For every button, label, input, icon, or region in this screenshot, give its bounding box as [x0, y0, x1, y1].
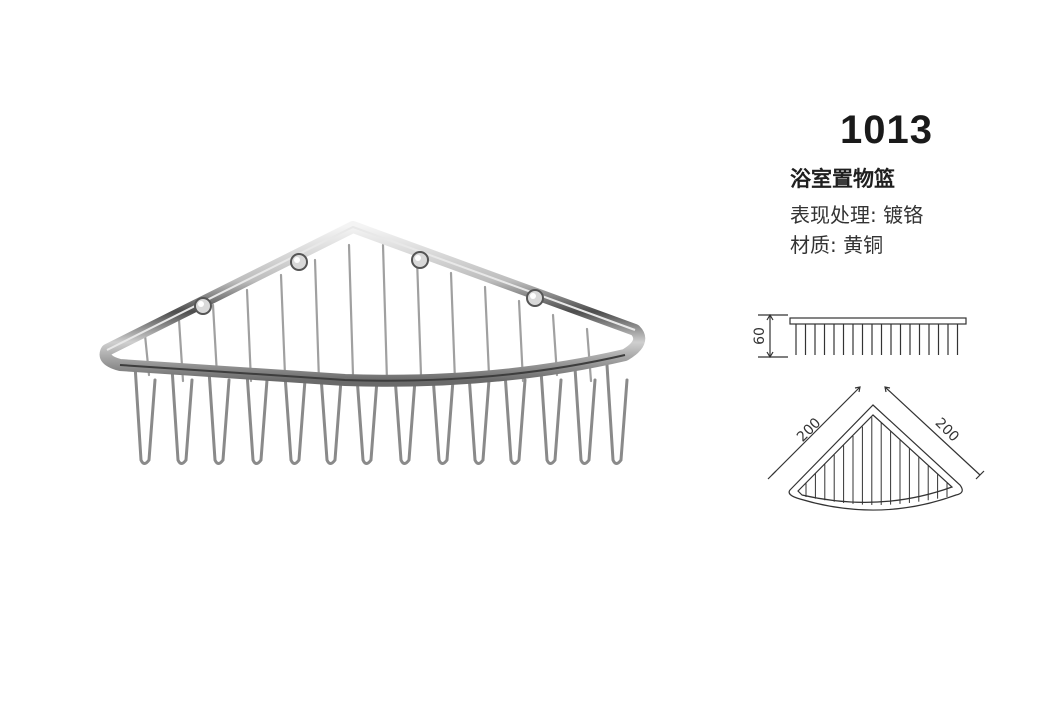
side-a-dimension-label: 200 — [794, 415, 824, 445]
side-view-drawing: 60 — [752, 313, 967, 359]
product-photo — [99, 221, 646, 465]
mounting-screw — [290, 253, 308, 271]
mounting-screw — [194, 297, 212, 315]
side-b-dimension-label: 200 — [932, 415, 962, 445]
basket-wires — [133, 363, 629, 465]
basket-back-wires — [143, 243, 593, 383]
mounting-screw — [411, 251, 429, 269]
height-dimension-label: 60 — [752, 327, 768, 345]
mounting-screw — [526, 289, 544, 307]
basket-rim — [99, 221, 646, 387]
model-number: 1013 — [840, 108, 933, 152]
top-view-drawing: 200 200 — [767, 386, 985, 511]
finish-spec: 表现处理: 镀铬 — [790, 203, 924, 227]
material-spec: 材质: 黄铜 — [790, 233, 884, 257]
product-name: 浴室置物篮 — [790, 167, 895, 191]
